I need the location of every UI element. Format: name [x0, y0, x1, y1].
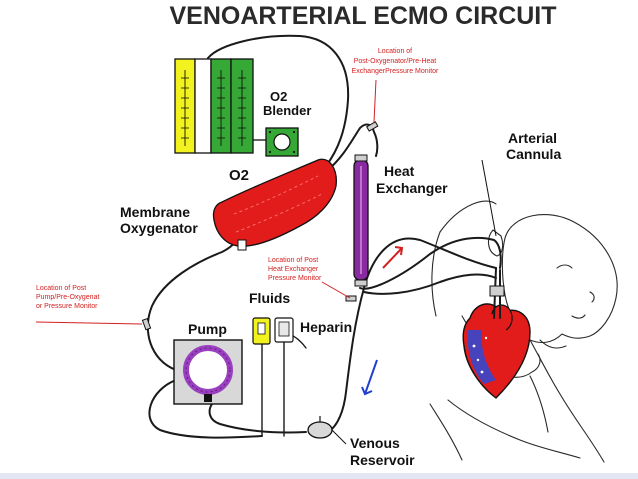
- membrane-label-line2: Oxygenator: [120, 220, 198, 236]
- flow-arrows: [361, 246, 404, 396]
- note-post-heat-line2: Heat Exchanger: [268, 266, 319, 273]
- venous-flow-arrow: [364, 359, 378, 395]
- flowmeter-white-tube: [194, 58, 212, 154]
- membrane-oxygenator: [212, 158, 337, 251]
- bottom-accent-bar: [0, 473, 638, 479]
- annotation-leaders: [35, 79, 377, 325]
- note-post-heat-line3: Pressure Monitor: [268, 275, 322, 282]
- arterial-label-line2: Cannula: [506, 146, 561, 162]
- arterial-flow-arrow: [382, 247, 403, 269]
- note-post-heat-line1: Location of Post: [268, 257, 318, 264]
- heparin-pump: [274, 317, 294, 343]
- diagram-title: VENOARTERIAL ECMO CIRCUIT: [169, 2, 556, 30]
- arterial-cannula: [481, 159, 505, 297]
- heparin-label: Heparin: [300, 319, 352, 335]
- fluids-bag: [252, 317, 271, 345]
- membrane-label-line1: Membrane: [120, 204, 190, 220]
- venous-reservoir-label-line1: Venous: [350, 435, 400, 451]
- venous-reservoir-label-line2: Reservoir: [350, 452, 415, 468]
- post-oxygenator-connector: [365, 121, 379, 132]
- circuit-tubing: [146, 34, 502, 439]
- o2-flowmeter: [174, 58, 254, 154]
- note-post-pump-line1: Location of Post: [36, 285, 86, 292]
- heat-exchanger: [353, 154, 369, 287]
- o2-blender: [253, 127, 299, 157]
- venous-reservoir: [307, 416, 347, 445]
- arterial-label-line1: Arterial: [508, 130, 557, 146]
- blender-dial: [273, 133, 291, 151]
- pressure-monitor-connectors: [141, 121, 379, 331]
- note-post-oxygenator-line1: Location of: [378, 48, 412, 55]
- roller-pump: [173, 339, 243, 405]
- venous-side: [467, 330, 496, 384]
- reservoir-body: [307, 421, 333, 439]
- post-heat-connector: [345, 295, 357, 302]
- note-post-oxygenator-line3: ExchangerPressure Monitor: [352, 68, 439, 75]
- note-post-pump-line2: Pump/Pre-Oxygenat: [36, 294, 99, 301]
- heat-exchanger-label-line2: Exchanger: [376, 180, 448, 196]
- o2-gas-label: O2: [229, 167, 249, 184]
- o2-blender-label-line1: O2: [270, 89, 287, 104]
- heart: [462, 303, 531, 399]
- post-pump-connector: [141, 317, 152, 331]
- note-post-oxygenator-line2: Post-Oxygenator/Pre-Heat: [354, 58, 437, 65]
- pump-label: Pump: [188, 321, 227, 337]
- oxygenator-body: [212, 158, 337, 247]
- o2-blender-label-line2: Blender: [263, 103, 311, 118]
- heat-exchanger-label-line1: Heat: [384, 163, 415, 179]
- note-post-pump-line3: or Pressure Monitor: [36, 303, 98, 310]
- fluids-label: Fluids: [249, 290, 290, 306]
- aorta: [491, 304, 513, 331]
